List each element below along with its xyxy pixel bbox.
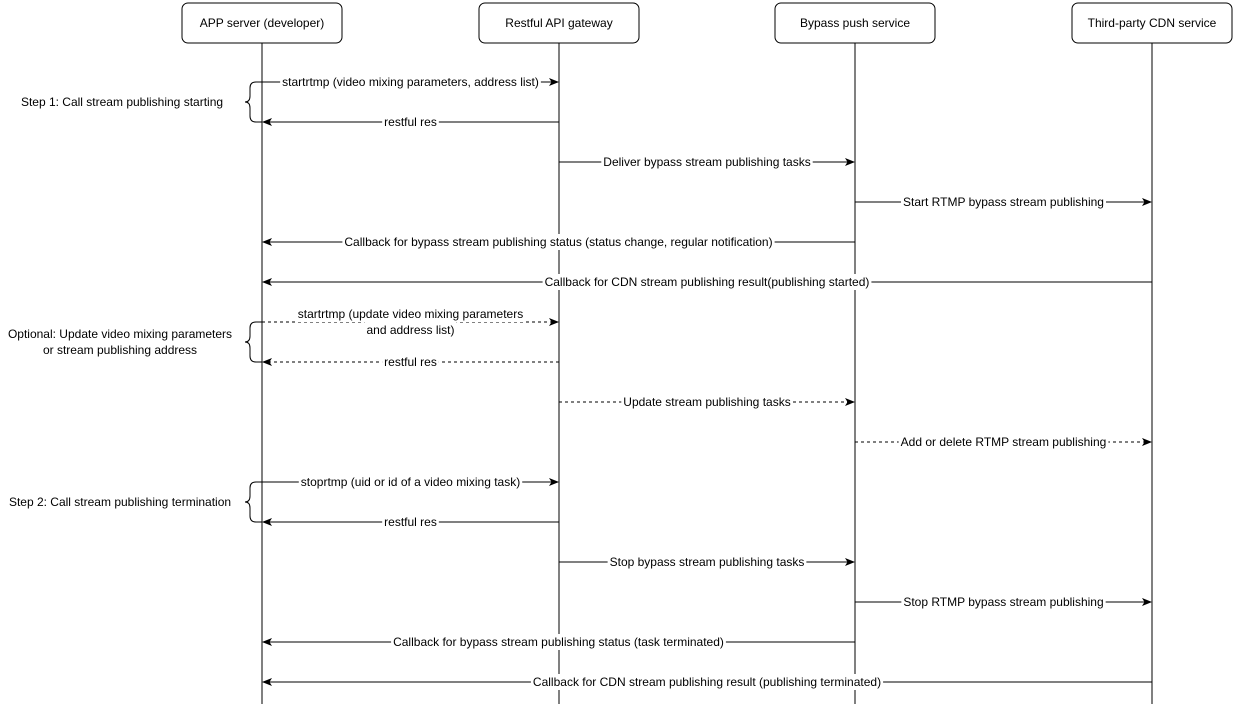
message-label-bg bbox=[295, 306, 526, 322]
message-13: Stop bypass stream publishing tasks bbox=[559, 554, 855, 570]
message-label-bg bbox=[898, 434, 1109, 450]
message-label-bg bbox=[298, 474, 523, 490]
group-label: Optional: Update video mixing parameters bbox=[8, 327, 232, 341]
participant-label: Third-party CDN service bbox=[1088, 16, 1217, 30]
participant-label: Bypass push service bbox=[800, 16, 910, 30]
message-label-bg bbox=[382, 514, 439, 530]
participant-box bbox=[181, 2, 343, 44]
message-label: Stop bypass stream publishing tasks bbox=[610, 555, 805, 569]
message-6: Callback for CDN stream publishing resul… bbox=[262, 274, 1152, 290]
participant-label: Restful API gateway bbox=[505, 16, 612, 30]
message-8: restful res bbox=[262, 354, 559, 370]
message-label-bg bbox=[382, 114, 439, 130]
message-label-bg bbox=[901, 594, 1106, 610]
message-label: stoprtmp (uid or id of a video mixing ta… bbox=[301, 475, 520, 489]
group-step-1-call-stream-publishing-: Step 1: Call stream publishing starting bbox=[21, 81, 262, 123]
message-16: Callback for CDN stream publishing resul… bbox=[262, 674, 1152, 690]
message-label: startrtmp (update video mixing parameter… bbox=[298, 307, 523, 321]
message-label-bg bbox=[601, 154, 813, 170]
message-1: startrtmp (video mixing parameters, addr… bbox=[262, 74, 559, 90]
group-bracket bbox=[244, 321, 262, 363]
message-label: restful res bbox=[384, 115, 437, 129]
message-label-bg bbox=[607, 554, 807, 570]
message-label: Add or delete RTMP stream publishing bbox=[901, 435, 1107, 449]
group-label: Step 1: Call stream publishing starting bbox=[21, 95, 223, 109]
message-label: restful res bbox=[384, 515, 437, 529]
group-step-2-call-stream-publishing-: Step 2: Call stream publishing terminati… bbox=[9, 481, 262, 523]
participant-box bbox=[478, 2, 640, 44]
group-bracket bbox=[244, 481, 262, 523]
message-label: Callback for bypass stream publishing st… bbox=[393, 635, 724, 649]
group-bracket bbox=[244, 81, 262, 123]
group-label: or stream publishing address bbox=[43, 343, 197, 357]
message-label-bg bbox=[542, 274, 872, 290]
message-label-bg bbox=[901, 194, 1106, 210]
message-label: Stop RTMP bypass stream publishing bbox=[903, 595, 1103, 609]
message-label: restful res bbox=[384, 355, 437, 369]
participant-gateway: Restful API gateway bbox=[478, 2, 640, 44]
message-label-bg bbox=[530, 674, 884, 690]
participant-cdn: Third-party CDN service bbox=[1071, 2, 1233, 44]
message-label: Deliver bypass stream publishing tasks bbox=[603, 155, 810, 169]
message-label: Start RTMP bypass stream publishing bbox=[903, 195, 1104, 209]
message-12: restful res bbox=[262, 514, 559, 530]
message-label: Callback for CDN stream publishing resul… bbox=[533, 675, 881, 689]
message-label-bg bbox=[280, 74, 541, 90]
group-label: Step 2: Call stream publishing terminati… bbox=[9, 495, 231, 509]
message-label: Callback for CDN stream publishing resul… bbox=[545, 275, 870, 289]
message-label: and address list) bbox=[366, 323, 454, 337]
message-11: stoprtmp (uid or id of a video mixing ta… bbox=[262, 474, 559, 490]
message-3: Deliver bypass stream publishing tasks bbox=[559, 154, 855, 170]
message-10: Add or delete RTMP stream publishing bbox=[855, 434, 1152, 450]
participant-label: APP server (developer) bbox=[200, 16, 325, 30]
message-label: Update stream publishing tasks bbox=[623, 395, 790, 409]
group-optional-update-video-mixing-p: Optional: Update video mixing parameters… bbox=[8, 321, 262, 363]
message-label: startrtmp (video mixing parameters, addr… bbox=[282, 75, 539, 89]
message-label-bg bbox=[621, 394, 793, 410]
message-14: Stop RTMP bypass stream publishing bbox=[855, 594, 1152, 610]
message-15: Callback for bypass stream publishing st… bbox=[262, 634, 855, 650]
message-label-bg bbox=[382, 354, 439, 370]
message-label-bg bbox=[364, 322, 457, 338]
participant-bypass: Bypass push service bbox=[774, 2, 936, 44]
message-label: Callback for bypass stream publishing st… bbox=[344, 235, 772, 249]
participant-app: APP server (developer) bbox=[181, 2, 343, 44]
message-9: Update stream publishing tasks bbox=[559, 394, 855, 410]
message-label-bg bbox=[391, 634, 726, 650]
message-5: Callback for bypass stream publishing st… bbox=[262, 234, 855, 250]
participant-box bbox=[774, 2, 936, 44]
participant-box bbox=[1071, 2, 1233, 44]
message-2: restful res bbox=[262, 114, 559, 130]
message-7: startrtmp (update video mixing parameter… bbox=[262, 306, 559, 338]
message-label-bg bbox=[342, 234, 775, 250]
message-4: Start RTMP bypass stream publishing bbox=[855, 194, 1152, 210]
